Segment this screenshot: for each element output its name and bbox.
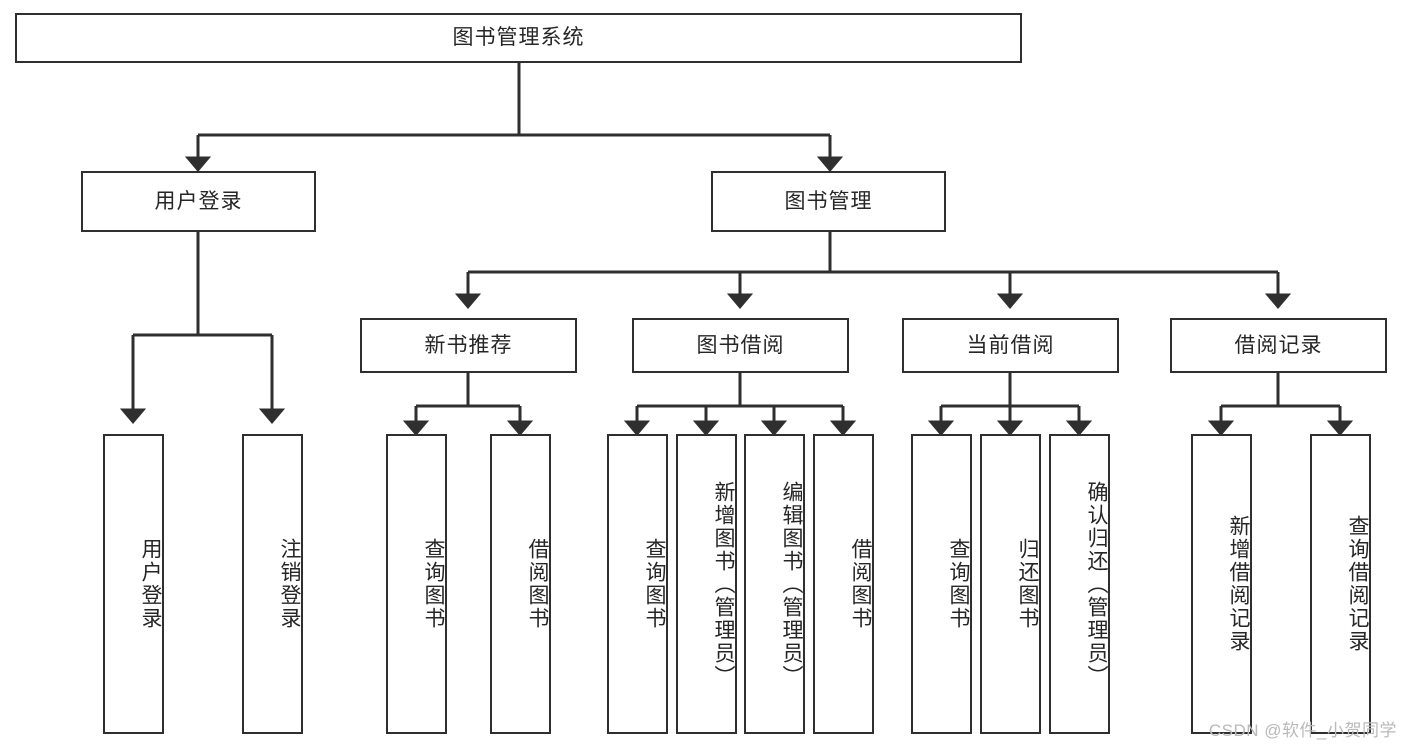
leaf-query-book-2-label: 查询图书 [643,538,666,630]
node-new-book-recommend-label: 新书推荐 [424,333,513,357]
leaf-confirm-return[interactable]: 确认归还（管理员） [1049,434,1110,734]
leaf-return-book[interactable]: 归还图书 [980,434,1041,734]
leaf-add-book[interactable]: 新增图书（管理员） [676,434,737,734]
leaf-user-login-label: 用户登录 [139,538,162,630]
node-root[interactable]: 图书管理系统 [15,13,1022,63]
node-current-borrow-label: 当前借阅 [966,333,1055,357]
node-book-management[interactable]: 图书管理 [711,171,946,232]
node-borrow-record[interactable]: 借阅记录 [1170,318,1387,373]
node-borrow-record-label: 借阅记录 [1234,333,1323,357]
leaf-borrow-book-2[interactable]: 借阅图书 [813,434,874,734]
node-user-login-label: 用户登录 [154,189,243,213]
leaf-query-book-1[interactable]: 查询图书 [386,434,447,734]
leaf-query-record[interactable]: 查询借阅记录 [1310,434,1371,734]
leaf-query-book-1-label: 查询图书 [422,538,445,630]
leaf-logout-login-label: 注销登录 [278,538,301,630]
csdn-watermark: CSDN @软件_小贺同学 [1208,721,1397,740]
leaf-query-book-3[interactable]: 查询图书 [911,434,972,734]
leaf-user-login[interactable]: 用户登录 [103,434,164,734]
node-root-label: 图书管理系统 [452,26,585,50]
leaf-query-book-3-label: 查询图书 [947,538,970,630]
leaf-add-book-label: 新增图书（管理员） [712,480,735,688]
leaf-add-record[interactable]: 新增借阅记录 [1191,434,1252,734]
leaf-borrow-book-1-label: 借阅图书 [526,538,549,630]
node-current-borrow[interactable]: 当前借阅 [902,318,1119,373]
leaf-confirm-return-label: 确认归还（管理员） [1085,480,1108,688]
node-user-login[interactable]: 用户登录 [81,171,316,232]
leaf-logout-login[interactable]: 注销登录 [242,434,303,734]
leaf-query-book-2[interactable]: 查询图书 [607,434,668,734]
leaf-edit-book[interactable]: 编辑图书（管理员） [744,434,805,734]
leaf-return-book-label: 归还图书 [1016,538,1039,630]
node-book-management-label: 图书管理 [784,189,873,213]
leaf-query-record-label: 查询借阅记录 [1346,515,1369,653]
leaf-add-record-label: 新增借阅记录 [1227,515,1250,653]
node-new-book-recommend[interactable]: 新书推荐 [360,318,577,373]
leaf-edit-book-label: 编辑图书（管理员） [780,480,803,688]
leaf-borrow-book-1[interactable]: 借阅图书 [490,434,551,734]
node-book-borrow-label: 图书借阅 [696,333,785,357]
leaf-borrow-book-2-label: 借阅图书 [849,538,872,630]
node-book-borrow[interactable]: 图书借阅 [632,318,849,373]
